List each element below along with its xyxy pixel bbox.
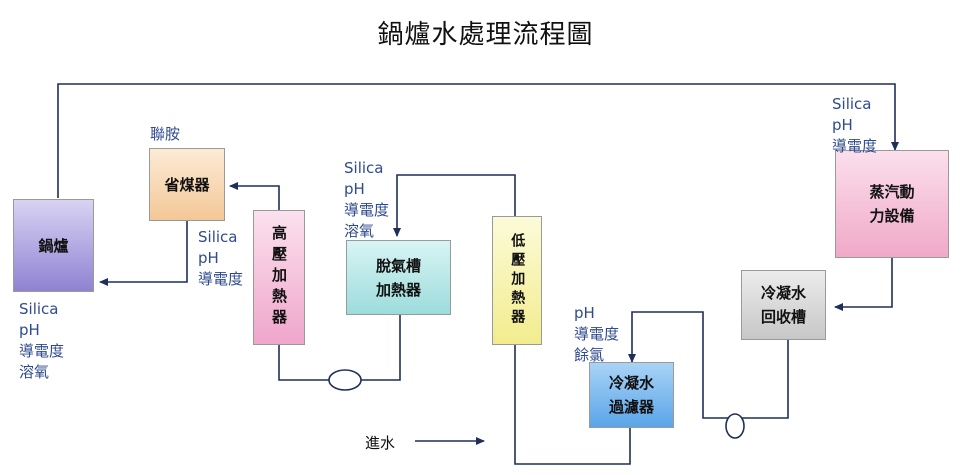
param-dissolved-oxygen: 溶氧 [19,363,50,381]
boiler-box: 鍋爐 [13,199,94,292]
param-ph: pH [344,180,365,198]
param-ph: pH [574,304,595,322]
pump-2-icon [725,413,745,439]
param-ph: pH [832,116,853,134]
pipe-economizer-to-boiler [99,221,188,286]
deaerator-label-1: 脫氣槽 [375,256,421,275]
filter-label-1: 冷凝水 [608,374,654,392]
hp-heater-box: 高壓加熱器 [253,210,305,345]
boiler-label: 鍋爐 [38,236,69,255]
steam-label-2: 力設備 [869,207,915,225]
param-residual-chlorine: 餘氯 [574,346,605,364]
pipe-steam-to-tank [834,258,893,311]
pipe-tank-to-filter [632,311,789,419]
economizer-box: 省煤器 [149,148,225,221]
deaerator-label-2: 加熱器 [375,280,421,299]
param-ph: pH [19,321,40,339]
pipe-lp-to-deaerator [393,174,516,237]
lp-heater-box: 低壓加熱器 [492,216,542,345]
hydrazine-label: 聯胺 [150,125,181,143]
deaerator-params: Silica pH 導電度 溶氧 [344,158,389,242]
page-title: 鍋爐水處理流程圖 [377,20,594,50]
filter-params: pH 導電度 餘氯 [574,303,619,366]
param-silica: Silica [19,300,59,318]
pipe-hp-to-economizer [229,182,280,210]
steam-label-1: 蒸汽動 [869,183,915,201]
param-conductivity: 導電度 [198,270,244,288]
deaerator-box: 脫氣槽 加熱器 [346,240,451,315]
hp-heater-label: 高壓加熱器 [270,225,288,330]
economizer-params: Silica pH 導電度 [198,227,243,290]
pump-1-icon [328,369,362,391]
economizer-label: 省煤器 [164,175,210,194]
param-conductivity: 導電度 [19,342,65,360]
param-silica: Silica [832,95,872,113]
param-conductivity: 導電度 [574,325,620,343]
tank-label-2: 回收槽 [760,308,806,326]
feed-water-label: 進水 [365,434,396,452]
pipe-deaerator-to-hp [278,315,401,381]
steam-params: Silica pH 導電度 [832,94,877,157]
condensate-tank-box: 冷凝水 回收槽 [741,270,826,340]
param-dissolved-oxygen: 溶氧 [344,222,375,240]
boiler-params: Silica pH 導電度 溶氧 [19,299,64,383]
param-silica: Silica [344,159,384,177]
param-ph: pH [198,249,219,267]
tank-label-1: 冷凝水 [760,284,806,302]
param-conductivity: 導電度 [832,137,878,155]
steam-equipment-box: 蒸汽動 力設備 [835,150,949,258]
param-conductivity: 導電度 [344,201,390,219]
condensate-filter-box: 冷凝水 過濾器 [589,362,674,428]
param-silica: Silica [198,228,238,246]
pipe-filter-to-lp [514,345,631,465]
lp-heater-label: 低壓加熱器 [509,233,526,328]
pipe-boiler-to-steam [57,83,899,198]
filter-label-2: 過濾器 [608,398,654,416]
